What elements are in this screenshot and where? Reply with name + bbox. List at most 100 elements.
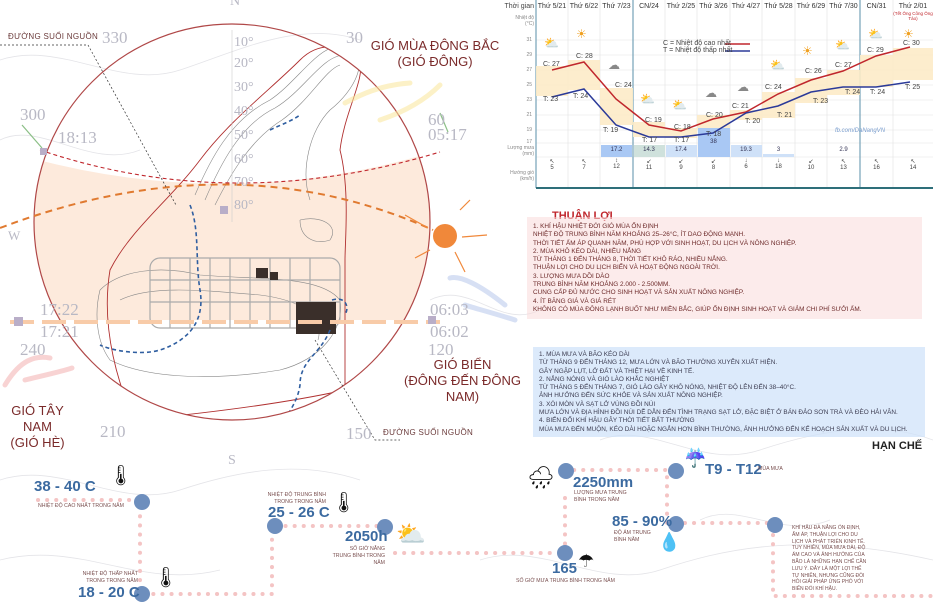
weather-forecast-chart: Thời gian Nhiệt độ (°C) 31 29 27 25 23 2… xyxy=(500,0,933,192)
wind-direction-icon: ↖ xyxy=(840,159,847,165)
sun-cloud-icon: ⛅ xyxy=(868,27,883,41)
wind-direction-icon: ↓ xyxy=(777,158,780,164)
wind-speed: 9 xyxy=(679,165,683,171)
col-header: Thứ 5/21 xyxy=(537,3,567,10)
y-tick: 23 xyxy=(526,97,532,103)
wind-speed: 8 xyxy=(711,165,716,171)
low-value: 24 xyxy=(580,93,589,100)
rain-value: 2.9 xyxy=(839,147,848,153)
legend-high: C = Nhiệt độ cao nhất xyxy=(663,40,731,47)
chart-time-header: Thời gian xyxy=(504,3,535,10)
timeline-node xyxy=(267,518,283,534)
timeline-node xyxy=(767,517,783,533)
wind-direction-icon: ↖ xyxy=(873,159,880,165)
west-label: W xyxy=(8,228,21,243)
low-value: 23 xyxy=(820,98,829,105)
low-value: 18 xyxy=(713,131,722,138)
sun-cloud-icon: ⛅ xyxy=(396,521,426,548)
y-tick: 27 xyxy=(526,67,532,73)
limitation-line: 3. XÓI MÒN VÀ SẠT LỞ VÙNG ĐỒI NÚI xyxy=(539,400,656,408)
max-temp-label: NHIỆT ĐỘ CAO NHẤT TRONG NĂM xyxy=(38,503,124,509)
wind-direction-icon: ↖ xyxy=(549,159,555,165)
wind-speed: 12 xyxy=(613,164,620,170)
advantage-line: 1. KHÍ HẬU NHIỆT ĐỚI GIÓ MÙA ỔN ĐỊNH xyxy=(533,223,659,230)
rain-cloud-icon: ☁ xyxy=(608,58,620,72)
high-value: 21 xyxy=(740,103,749,110)
low-value: 17 xyxy=(681,137,690,144)
min-temp-label: NHIỆT ĐỘ THẤP NHẤT TRONG TRONG NĂM xyxy=(82,571,138,584)
limitation-line: TỪ THÁNG 9 ĐẾN THÁNG 12, MƯA LỚN VÀ BÃO … xyxy=(539,359,778,367)
sun-cloud-rain-icon: ⛅ xyxy=(640,92,655,106)
altitude-30: 30° xyxy=(234,80,254,95)
sw-wind-arrow-1 xyxy=(2,354,53,388)
high-value: 27 xyxy=(843,62,852,69)
advantage-line: CUNG CẤP ĐỦ NƯỚC CHO SINH HOẠT VÀ SẢN XU… xyxy=(533,289,745,297)
sun-cloud-rain-icon: ⛅ xyxy=(672,98,687,112)
thermometer-icon: 🌡 xyxy=(153,567,179,589)
azimuth-120: 120 xyxy=(428,340,454,359)
sea-wind-arrow-2 xyxy=(462,302,518,323)
limitation-line: GÂY NGẬP LỤT, LỞ ĐẤT VÀ THIỆT HẠI VỀ KIN… xyxy=(539,367,694,375)
sunset-nw-time: 18:13 xyxy=(58,128,97,147)
y-tick: 19 xyxy=(526,127,532,133)
umbrella-rain-icon: ☔ xyxy=(684,448,707,468)
sunrise-e-bottom: 06:02 xyxy=(430,322,469,341)
timeline-node xyxy=(668,463,684,479)
low-value: 23 xyxy=(550,96,559,103)
timeline-node xyxy=(134,586,150,602)
col-note: (Tết Ông Công Ông Táo) xyxy=(893,11,933,21)
rain-season-value: T9 - T12 xyxy=(705,461,762,478)
high-value: 30 xyxy=(911,40,920,47)
low-value: 24 xyxy=(852,89,861,96)
avg-temp-value: 25 - 26 C xyxy=(268,504,330,521)
rain-days-label: SỐ GIỜ MƯA TRUNG BÌNH TRONG NĂM xyxy=(516,578,615,584)
sun-icon: ☀ xyxy=(903,27,914,41)
y-tick: 17 xyxy=(526,139,532,145)
background-contours xyxy=(0,33,933,576)
azimuth-240: 240 xyxy=(20,340,46,359)
timeline-node xyxy=(134,494,150,510)
col-header: Thứ 2/25 xyxy=(666,3,696,10)
azimuth-30: 30 xyxy=(346,28,363,47)
partly-cloudy-icon: ⛅ xyxy=(544,36,559,50)
sun-icon xyxy=(404,199,488,273)
ne-wind-label: GIÓ MÙA ĐÔNG BẮC (GIÓ ĐÔNG) xyxy=(370,38,500,70)
limitation-line: MƯA LỚN VÀ ĐỊA HÌNH ĐỒI NÚI DỄ DẪN ĐẾN T… xyxy=(539,409,898,417)
limitation-line: TỪ THÁNG 5 ĐẾN THÁNG 7, GIÓ LÀO GÂY KHÔ … xyxy=(539,384,796,392)
stream-label-bottom: ĐƯỜNG SUỐI NGUỒN xyxy=(383,428,474,437)
altitude-40: 40° xyxy=(234,104,254,119)
rain-cloud-icon: ☁ xyxy=(737,80,749,94)
high-value: 27 xyxy=(551,61,560,68)
altitude-70: 70° xyxy=(234,175,254,190)
advantage-line: KHÔNG CÓ MÙA ĐÔNG LẠNH BUỐT NHƯ MIỀN BẮC… xyxy=(533,305,862,313)
altitude-80: 80° xyxy=(234,198,254,213)
high-value: 24 xyxy=(623,82,632,89)
ne-wind-title: GIÓ MÙA ĐÔNG BẮC xyxy=(370,38,500,53)
ne-wind-sub: (GIÓ ĐÔNG) xyxy=(397,54,473,69)
rain-cloud-icon: ☁ xyxy=(705,86,717,100)
limitation-line: 4. BIẾN ĐỔI KHÍ HẬU GÂY THỜI TIẾT BẤT TH… xyxy=(539,417,695,425)
sunset-w-bottom: 17:21 xyxy=(40,322,79,341)
rain-value: 17.4 xyxy=(675,147,687,153)
col-header: CN/31 xyxy=(866,3,887,10)
low-value: 17 xyxy=(649,137,658,144)
low-value: 25 xyxy=(912,84,921,91)
y-tick: 25 xyxy=(526,82,532,88)
rain-value: 14.3 xyxy=(643,147,655,153)
wind-speed: 16 xyxy=(873,165,880,171)
sw-wind-label: GIÓ TÂY NAM (GIÓ HÈ) xyxy=(0,403,75,451)
climate-summary: KHÍ HẬU ĐÀ NẴNG ỔN ĐỊNH, ẤM ÁP, THUẬN LỢ… xyxy=(792,525,867,593)
rain-value: 17.2 xyxy=(610,147,623,153)
umbrella-icon: ☂ xyxy=(578,551,595,571)
avg-temp-label: NHIỆT ĐỘ TRUNG BÌNH TRONG TRONG NĂM xyxy=(267,492,326,505)
azimuth-210: 210 xyxy=(100,422,126,441)
sea-wind-title: GIÓ BIỂN xyxy=(433,357,492,372)
rainfall-value: 2250mm xyxy=(573,474,634,491)
north-label: N xyxy=(230,0,241,9)
advantage-line: THUẬN LỢI CHO DU LỊCH BIỂN VÀ HOẠT ĐỘNG … xyxy=(533,264,720,272)
azimuth-60: 60 xyxy=(428,110,445,129)
advantages-box: 1. KHÍ HẬU NHIỆT ĐỚI GIÓ MÙA ỔN ĐỊNH NHI… xyxy=(527,217,922,319)
thermometer-icon: 🌡 xyxy=(108,465,134,487)
sw-wind-arrow-2 xyxy=(22,365,75,383)
wind-speed: 18 xyxy=(775,164,782,170)
